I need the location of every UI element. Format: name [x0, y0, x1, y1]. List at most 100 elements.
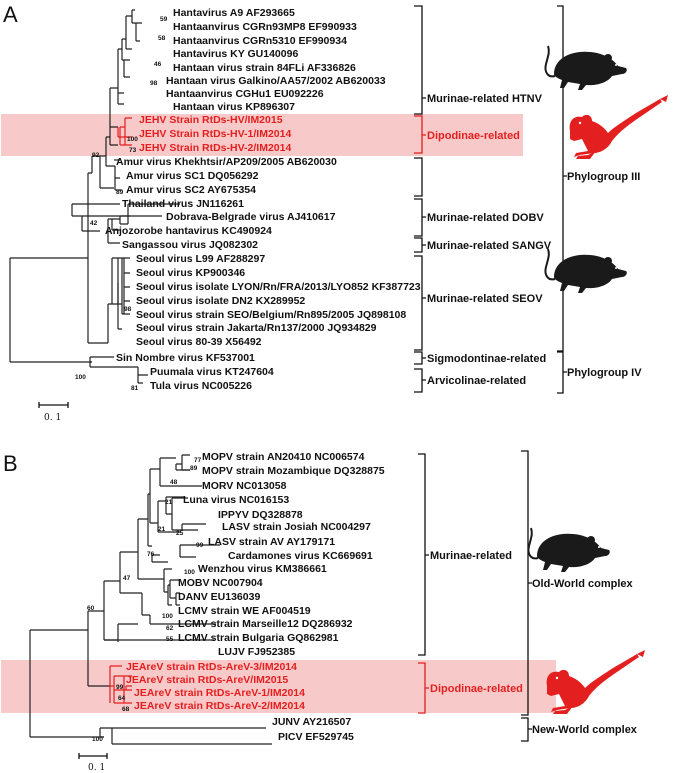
- taxon-a-7: Hantaanvirus CGHu1 EU092226: [166, 88, 324, 100]
- bootstrap-a-11: 100: [75, 374, 86, 381]
- taxon-a-13: Amur virus SC1 DQ056292: [126, 170, 259, 182]
- bootstrap-b-14: 55: [166, 636, 174, 643]
- bootstrap-b-1: 77: [194, 457, 202, 464]
- red-jerboa-icon: [569, 95, 668, 159]
- taxon-b-1: MOPV strain AN20410 NC006574: [202, 451, 365, 463]
- bootstrap-b-18: 100: [92, 736, 103, 743]
- taxon-a-17: Anjozorobe hantavirus KC490924: [105, 225, 272, 237]
- taxon-b-15: LUJV FJ952385: [218, 646, 295, 658]
- bootstrap-b-10: 47: [123, 575, 131, 582]
- dipodinae-highlight-a: [1, 114, 523, 156]
- bootstrap-b-13: 62: [166, 625, 174, 632]
- clade-a-htnv: Murinae-related HTNV: [427, 93, 543, 105]
- bootstrap-a-5: 100: [127, 136, 138, 143]
- taxon-b-20: JUNV AY216507: [272, 716, 351, 728]
- taxon-b-11: DANV EU136039: [178, 591, 260, 603]
- taxon-a-25: Seoul virus 80-39 X56492: [136, 336, 262, 348]
- bootstrap-a-9: 42: [90, 220, 98, 227]
- taxon-a-6: Hantaan virus Galkino/AA57/2002 AB620033: [166, 75, 386, 87]
- phylogroup-iv: Phylogroup IV: [567, 367, 642, 379]
- scale-label-b: 0. 1: [88, 763, 105, 773]
- taxon-a-12: Amur virus Khekhtsir/AP209/2005 AB620030: [116, 156, 337, 168]
- taxon-a-8: Hantaan virus KP896307: [173, 101, 295, 113]
- bootstrap-b-6: 25: [176, 530, 184, 537]
- clade-brackets-b: Murinae-related Dipodinae-related Old-Wo…: [418, 450, 638, 742]
- bootstrap-a-2: 58: [158, 35, 166, 42]
- taxa-b: MOPV strain AN20410 NC006574 MOPV strain…: [126, 451, 385, 743]
- clade-a-sigmodontinae: Sigmodontinae-related: [427, 353, 546, 365]
- scale-bar-b: 0. 1: [78, 753, 108, 773]
- black-rat-icon: [527, 527, 610, 572]
- taxon-b-13: LCMV strain Marseille12 DQ286932: [178, 618, 353, 630]
- scale-label-a: 0. 1: [44, 413, 61, 423]
- taxon-a-18: Sangassou virus JQ082302: [122, 239, 258, 251]
- taxon-a-21: Seoul virus isolate LYON/Rn/FRA/2013/LYO…: [136, 281, 421, 293]
- clade-a-sangv: Murinae-related SANGV: [427, 240, 552, 252]
- taxon-b-17: JEAreV strain RtDs-AreV/IM2015: [126, 674, 288, 686]
- taxon-b-5: IPPYV DQ328878: [218, 509, 303, 521]
- taxon-a-9: JEHV Strain RtDs-HV/IM2015: [139, 114, 283, 126]
- scale-bar-a: 0. 1: [38, 402, 69, 423]
- taxon-b-7: LASV strain AV AY179171: [208, 536, 335, 548]
- bootstrap-b-5: 21: [158, 526, 166, 533]
- clade-b-murinae: Murinae-related: [430, 550, 512, 562]
- bootstrap-a-12: 81: [131, 385, 139, 392]
- bootstrap-a-4: 98: [150, 80, 158, 87]
- taxon-b-12: LCMV strain WE AF004519: [178, 605, 311, 617]
- bootstrap-b-3: 48: [170, 479, 178, 486]
- taxon-a-26: Sin Nombre virus KF537001: [116, 352, 255, 364]
- taxon-b-2: MOPV strain Mozambique DQ328875: [202, 465, 385, 477]
- bootstrap-a-8: 89: [116, 189, 124, 196]
- taxon-b-16: JEAreV strain RtDs-AreV-3/IM2014: [126, 661, 297, 673]
- clade-a-dipodinae: Dipodinae-related: [427, 130, 520, 142]
- taxon-a-19: Seoul virus L99 AF288297: [136, 253, 265, 265]
- bootstrap-b: 77 89 48 21 21 25 99 76 100 47 60 100 62…: [87, 457, 204, 743]
- bootstrap-a-7: 92: [92, 152, 100, 159]
- bootstrap-a-3: 46: [154, 61, 162, 68]
- red-jerboa-icon: [546, 650, 645, 714]
- taxon-b-8: Cardamones virus KC669691: [228, 550, 373, 562]
- taxon-a-27: Puumala virus KT247604: [150, 366, 274, 378]
- taxon-b-14: LCMV strain Bulgaria GQ862981: [178, 632, 339, 644]
- taxon-a-24: Seoul virus strain Jakarta/Rn137/2000 JQ…: [136, 322, 377, 334]
- bootstrap-a-1: 59: [160, 16, 168, 23]
- taxon-b-4: Luna virus NC016153: [183, 494, 289, 506]
- black-rat-icon: [544, 45, 627, 91]
- taxon-a-5: Hantaan virus strain 84FLi AF336826: [173, 62, 356, 74]
- bootstrap-a-10: 98: [124, 306, 132, 313]
- clade-a-seov: Murinae-related SEOV: [427, 293, 543, 305]
- bootstrap-a: 59 58 46 98 100 73 92 89 42 98 100 81: [75, 16, 168, 392]
- taxon-b-9: Wenzhou virus KM386661: [198, 563, 327, 575]
- tree-b: [29, 454, 272, 745]
- taxon-a-23: Seoul virus strain SEO/Belgium/Rn895/200…: [136, 309, 406, 321]
- taxon-a-28: Tula virus NC005226: [150, 380, 252, 392]
- clade-a-dobv: Murinae-related DOBV: [427, 212, 544, 224]
- complex-new-world: New-World complex: [532, 724, 638, 736]
- bootstrap-b-17: 68: [122, 706, 130, 713]
- taxon-a-20: Seoul virus KP900346: [136, 267, 245, 279]
- panel-b-label: B: [3, 451, 18, 476]
- tree-a: [9, 9, 180, 384]
- taxa-a: Hantavirus A9 AF293665 Hantaanvirus CGRn…: [105, 7, 421, 392]
- taxon-a-3: Hantaanvirus CGRn5310 EF990934: [173, 35, 347, 47]
- taxon-b-19: JEAreV strain RtDs-AreV-2/IM2014: [134, 700, 305, 712]
- taxon-b-10: MOBV NC007904: [178, 577, 263, 589]
- taxon-b-18: JEAreV strain RtDs-AreV-1/IM2014: [134, 687, 305, 699]
- taxon-a-22: Seoul virus isolate DN2 KX289952: [136, 295, 305, 307]
- bootstrap-b-9: 100: [184, 569, 195, 576]
- bootstrap-b-16: 64: [118, 695, 126, 702]
- taxon-a-2: Hantaanvirus CGRn93MP8 EF990933: [173, 21, 357, 33]
- taxon-a-15: Thailand virus JN116261: [122, 198, 244, 210]
- taxon-a-11: JEHV Strain RtDs-HV-2/IM2014: [139, 142, 291, 154]
- bootstrap-b-4: 21: [165, 499, 173, 506]
- clade-b-dipodinae: Dipodinae-related: [430, 683, 523, 695]
- clade-brackets-a: Murinae-related HTNV Dipodinae-related M…: [414, 5, 642, 394]
- panel-a-label: A: [3, 2, 18, 27]
- taxon-b-3: MORV NC013058: [202, 480, 287, 492]
- taxon-b-6: LASV strain Josiah NC004297: [222, 521, 371, 533]
- bootstrap-b-12: 100: [162, 613, 173, 620]
- taxon-a-4: Hantavirus KY GU140096: [173, 48, 298, 60]
- phylogroup-iii: Phylogroup III: [567, 171, 640, 183]
- black-rat-icon: [544, 248, 627, 293]
